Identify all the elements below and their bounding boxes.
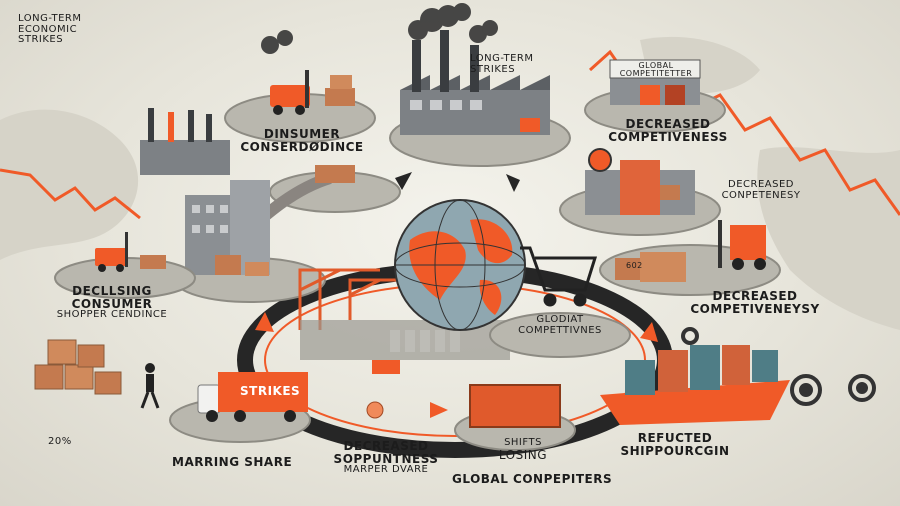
shopping-cart-icon <box>520 246 598 307</box>
gear-icon <box>681 327 876 406</box>
shipping-container <box>469 384 561 428</box>
percentage-label: 20% <box>48 436 72 447</box>
factory-top-center <box>400 30 550 135</box>
cargo-ship <box>600 345 790 425</box>
coin-marker <box>366 401 384 419</box>
flow-arrow-left <box>255 312 274 332</box>
box-sticker: 602 <box>626 261 643 270</box>
flow-arrow-top-left <box>395 172 412 190</box>
warehouse-right <box>585 148 695 215</box>
forklift-upper-left <box>270 70 355 115</box>
globe <box>394 199 526 331</box>
flow-arrow-right <box>640 322 658 342</box>
platform-center <box>489 312 631 358</box>
trend-line-left <box>0 168 141 220</box>
truck-container-small <box>315 165 355 183</box>
flow-arrow-top-right <box>506 174 520 192</box>
stacked-boxes <box>34 339 122 395</box>
label-global-conpepiters: GLOBAL CONPEPITERS <box>452 472 613 486</box>
strikes-truck <box>197 372 308 422</box>
factory-far-left <box>140 108 230 175</box>
office-building-left <box>185 180 270 276</box>
truck-sign-strikes: STRIKES <box>240 384 301 398</box>
flow-arrow-bottom <box>430 402 448 418</box>
competitor-building <box>609 59 701 105</box>
label-marring-share: MARRING SHARE <box>172 455 293 469</box>
forklift-right <box>615 220 766 282</box>
smoke-clouds <box>261 3 498 54</box>
forklift-far-left <box>95 232 166 272</box>
walking-person <box>140 363 160 409</box>
